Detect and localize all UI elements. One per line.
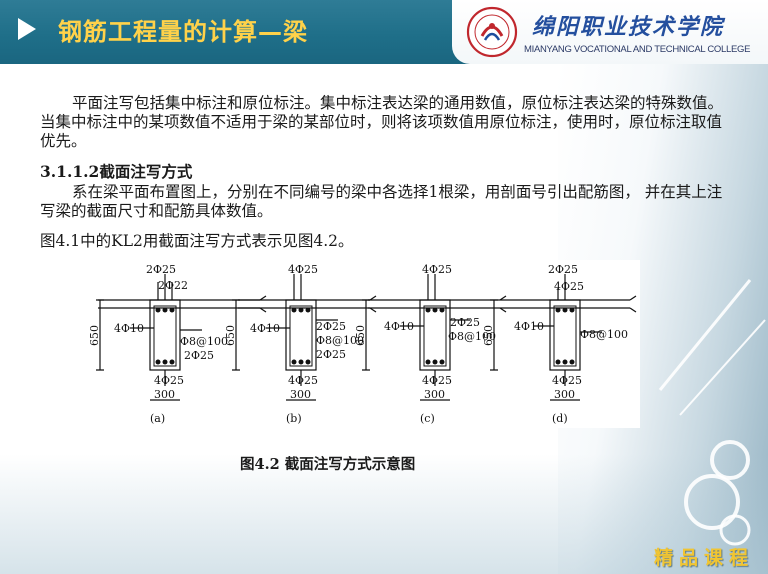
dimension-label: 300 [290, 388, 311, 401]
rebar-label: Φ8@100 [316, 334, 364, 347]
paragraph-annotation-intro: 平面注写包括集中标注和原位标注。集中标注表达梁的通用数值，原位标注表达梁的特殊数… [40, 94, 724, 150]
dimension-label: 300 [554, 388, 575, 401]
rebar-label: 4Φ25 [554, 280, 584, 293]
dimension-label: 650 [88, 325, 101, 346]
rebar-label: 4Φ25 [422, 263, 452, 276]
rebar-label: 4Φ10 [514, 320, 544, 333]
slide-title: 钢筋工程量的计算—梁 [58, 18, 308, 46]
decorative-bottom [0, 454, 768, 574]
dimension-label: 650 [482, 325, 495, 346]
rebar-label: 2Φ25 [316, 320, 346, 333]
title-bar: 钢筋工程量的计算—梁 绵阳职业技术学院 MIANYANG VOCATIONAL … [0, 0, 768, 64]
rebar-label: 2Φ25 [450, 316, 480, 329]
play-icon [18, 18, 36, 40]
rebar-label: 2Φ25 [548, 263, 578, 276]
college-name-en: MIANYANG VOCATIONAL AND TECHNICAL COLLEG… [524, 44, 751, 55]
rebar-label: 4Φ25 [422, 374, 452, 387]
figure-caption: 图4.2 截面注写方式示意图 [240, 456, 416, 473]
rebar-label: 2Φ25 [146, 263, 176, 276]
college-name-cn: 绵阳职业技术学院 [532, 14, 725, 40]
rebar-label: Φ8@100 [448, 330, 496, 343]
dimension-label: 650 [354, 325, 367, 346]
rebar-label: 4Φ25 [552, 374, 582, 387]
panel-label: (c) [420, 412, 435, 425]
rebar-label: 2Φ25 [184, 349, 214, 362]
paragraph-section-method: 系在梁平面布置图上，分别在不同编号的梁中各选择1根梁，用剖面号引出配筋图， 并在… [40, 183, 723, 220]
dimension-label: 300 [154, 388, 175, 401]
rebar-label: 4Φ25 [288, 263, 318, 276]
rebar-label: 4Φ10 [114, 322, 144, 335]
college-seal-icon [466, 6, 518, 58]
panel-label: (a) [150, 412, 165, 425]
rebar-label: 4Φ10 [250, 322, 280, 335]
paragraph-figure-reference: 图4.1中的KL2用截面注写方式表示见图4.2。 [40, 232, 354, 250]
panel-label: (b) [286, 412, 302, 425]
rebar-label: 4Φ25 [154, 374, 184, 387]
section-heading: 3.1.1.2截面注写方式 [40, 162, 193, 181]
decorative-rings-graphic [658, 279, 766, 546]
dimension-label: 650 [224, 325, 237, 346]
rebar-label: 4Φ10 [384, 320, 414, 333]
quality-course-badge: 精品课程 [654, 547, 755, 569]
rebar-label: 2Φ22 [158, 279, 188, 292]
dimension-label: 300 [424, 388, 445, 401]
rebar-label: Φ8@100 [580, 328, 628, 341]
rebar-label: Φ8@100 [180, 335, 228, 348]
rebar-label: 4Φ25 [288, 374, 318, 387]
section-drawings-figure: 2Φ25 2Φ22 4Φ10 Φ8@100 2Φ25 4Φ25 650 300 … [70, 260, 640, 428]
panel-label: (d) [552, 412, 568, 425]
rebar-label: 2Φ25 [316, 348, 346, 361]
